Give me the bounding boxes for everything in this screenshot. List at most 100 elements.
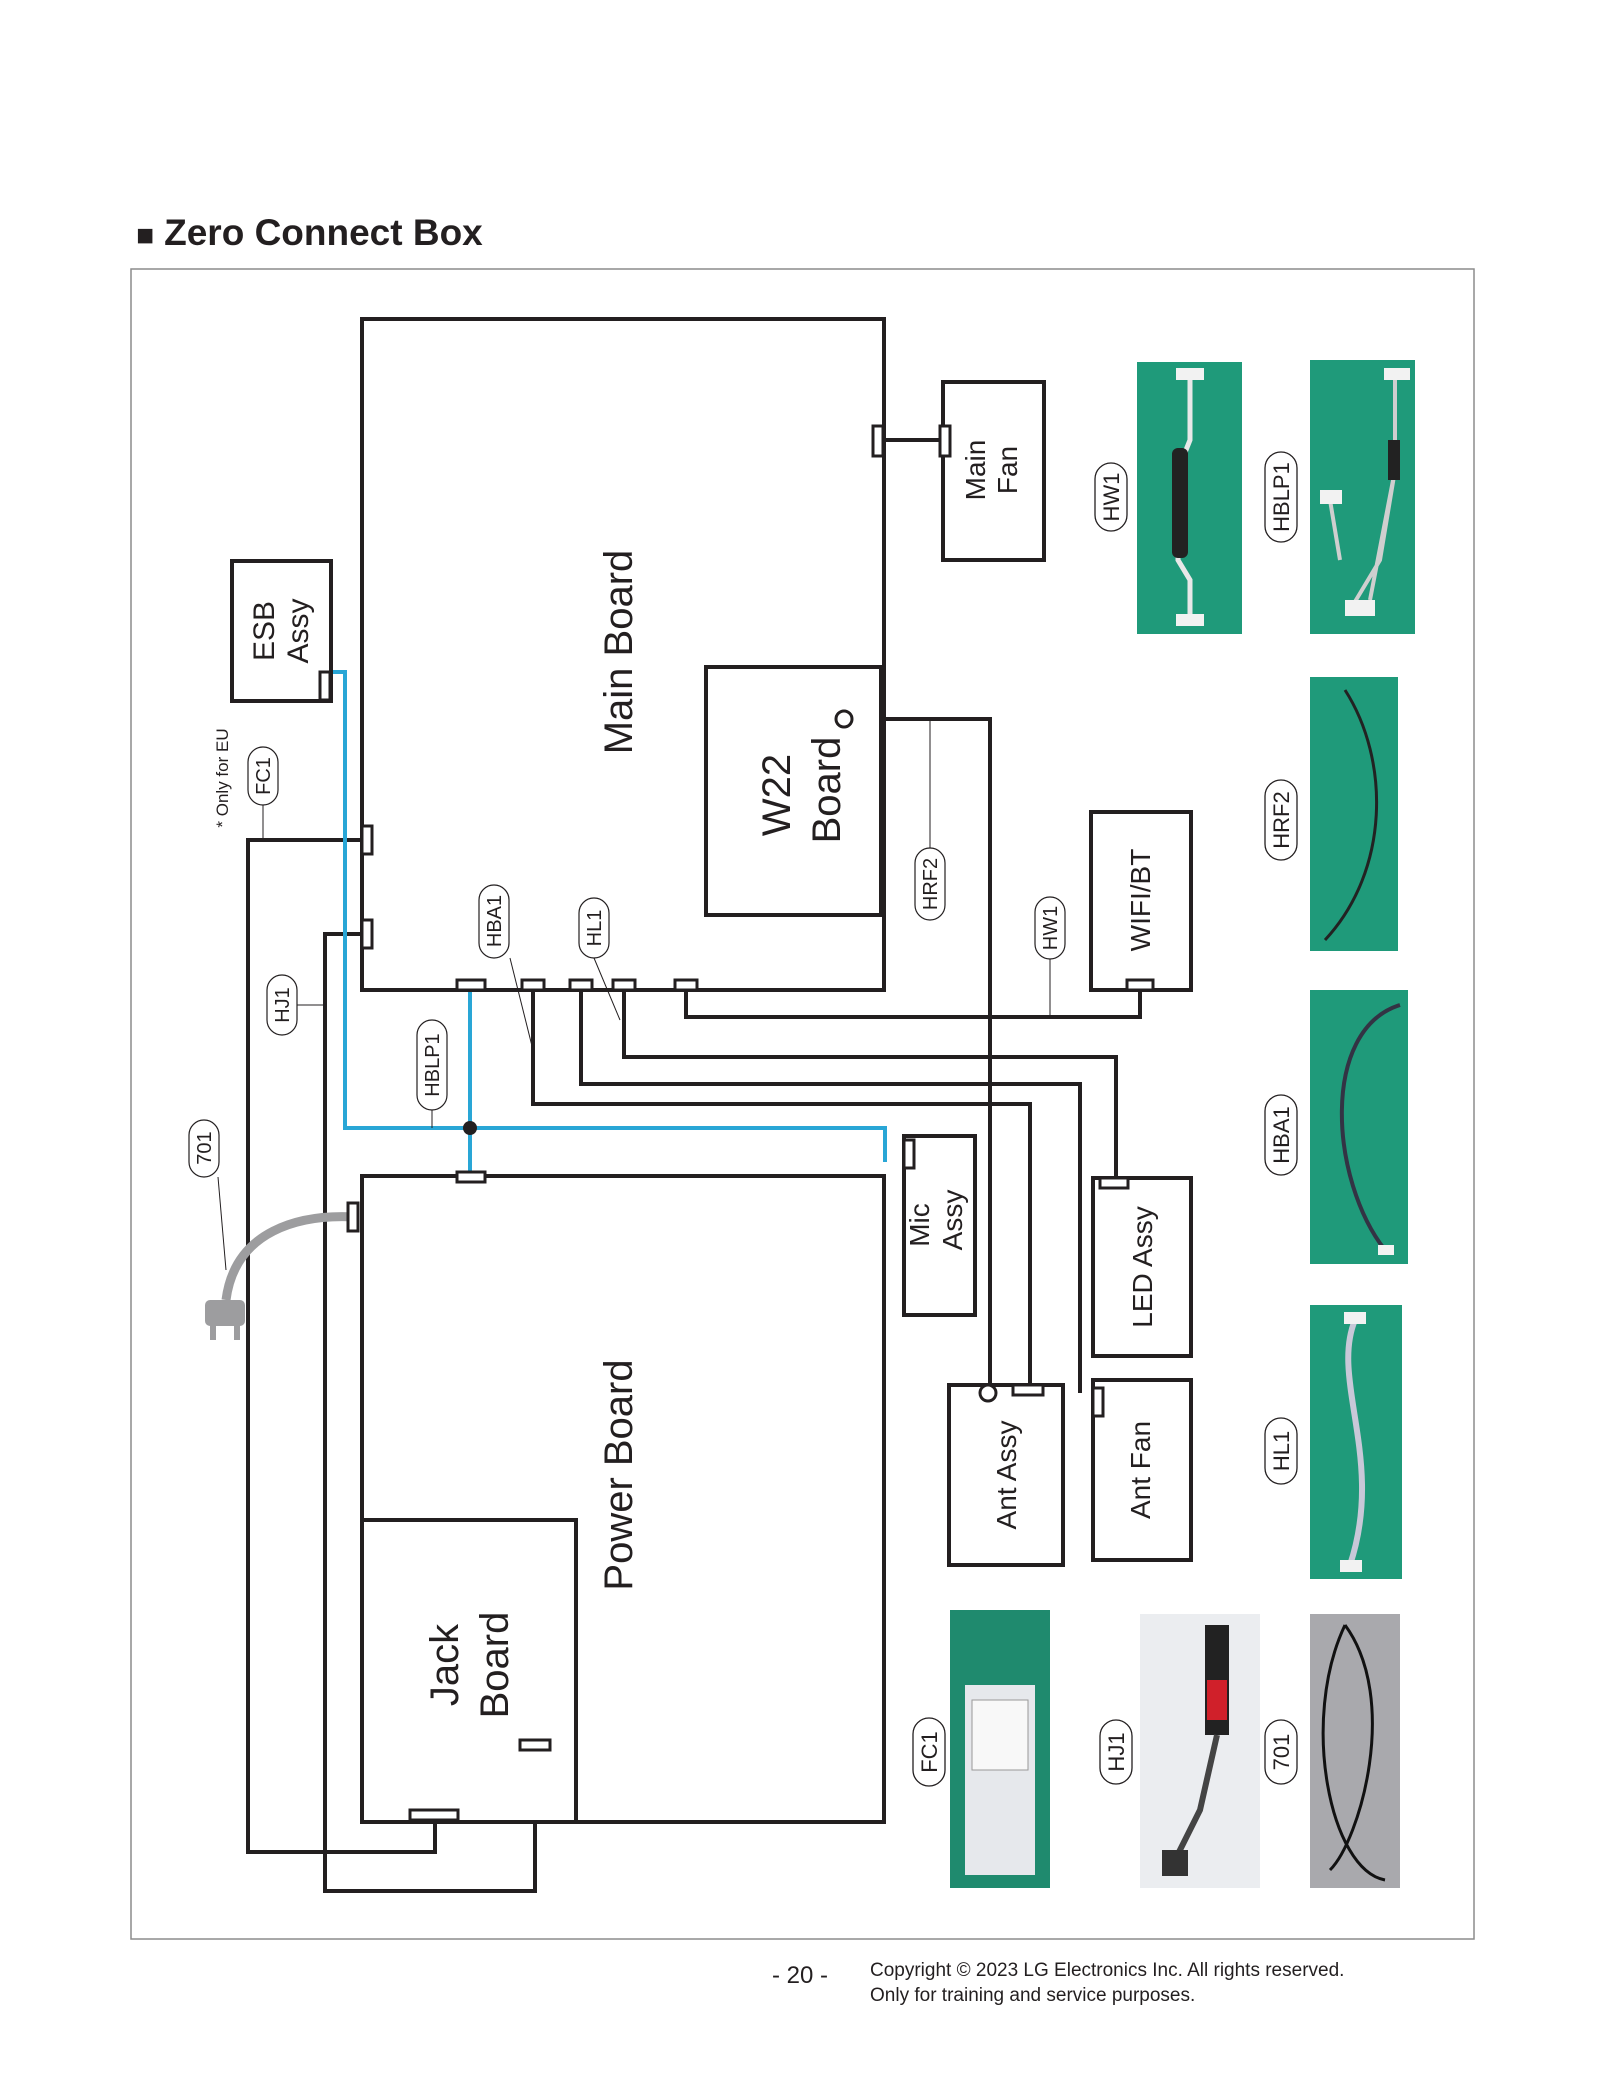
pill-fc1: FC1	[247, 746, 279, 806]
photo-hba1	[1310, 990, 1408, 1264]
blue-wires	[325, 670, 887, 1176]
pill-fc1-text: FC1	[253, 757, 275, 795]
pill-hl1-text: HL1	[584, 910, 606, 947]
jack-board	[360, 1518, 578, 1824]
title-text: Zero Connect Box	[164, 212, 483, 253]
photo-label-hba1: HBA1	[1269, 1106, 1294, 1163]
cable-labels: FC1 HJ1 701 HBLP1 HBA1 HL1 HRF2 HW1	[188, 746, 1066, 1178]
conn-ant-fan	[1091, 1386, 1105, 1418]
conn-main-fan-a	[871, 424, 885, 458]
section-title: ■ Zero Connect Box	[136, 212, 483, 254]
photo-hj1	[1140, 1614, 1260, 1888]
conn-wifi	[1125, 978, 1155, 992]
pill-701: 701	[188, 1119, 220, 1178]
pill-hblp1-diagram: HBLP1	[416, 1019, 448, 1111]
power-board-label: Power Board	[597, 1359, 641, 1590]
esb-label-1: ESB	[248, 601, 281, 661]
photo-hrf2	[1310, 677, 1398, 951]
diagram-frame	[130, 268, 1475, 1940]
pill-hw1-text: HW1	[1040, 906, 1062, 950]
conn-main-fan-b	[938, 424, 952, 458]
copyright-notice: Copyright © 2023 LG Electronics Inc. All…	[870, 1958, 1344, 2008]
mic-label-1: Mic	[904, 1203, 935, 1247]
wire-hrf2	[852, 717, 992, 1390]
w22-label-1: W22	[755, 754, 799, 836]
photo-fc1	[950, 1610, 1050, 1888]
conn-led	[1098, 1176, 1130, 1190]
pill-hl1-diagram: HL1	[578, 897, 610, 959]
pill-hba1-diagram: HBA1	[478, 884, 510, 959]
w22-label-2: Board	[805, 737, 849, 844]
jack-label-1: Jack	[423, 1623, 467, 1706]
wire-hw1	[684, 984, 1142, 1019]
conn-hj1-main	[360, 918, 374, 950]
photo-hw1	[1137, 362, 1242, 634]
title-bullet: ■	[136, 219, 155, 252]
junction-dot	[463, 1121, 477, 1135]
photo-hblp1	[1310, 360, 1415, 634]
conn-hblp1-main	[455, 978, 487, 992]
photo-label-fc1: FC1	[917, 1731, 942, 1773]
w22-board	[704, 665, 883, 917]
main-fan-label-1: Main	[960, 440, 991, 501]
photo-hl1	[1310, 1305, 1402, 1579]
jack-label-2: Board	[473, 1612, 517, 1719]
boards	[230, 317, 1193, 1824]
conn-jack-hj1	[518, 1738, 552, 1752]
pill-hrf2-diagram: HRF2	[914, 847, 946, 921]
photo-label-hw1: HW1	[1099, 473, 1124, 522]
ant-fan-label: Ant Fan	[1125, 1421, 1156, 1519]
conn-mic	[902, 1138, 916, 1170]
pill-hrf2-text: HRF2	[920, 858, 942, 910]
power-cord	[205, 1212, 356, 1340]
conn-hblp1-power	[455, 1170, 487, 1184]
wire-hblp1	[325, 670, 887, 1162]
led-assy-box	[1091, 1176, 1193, 1358]
pill-hw1-diagram: HW1	[1034, 896, 1066, 960]
esb-label-2: Assy	[282, 598, 315, 663]
pill-hba1-text: HBA1	[484, 895, 506, 947]
wifi-bt-box	[1089, 810, 1193, 992]
pill-hj1: HJ1	[266, 974, 298, 1036]
main-board-label: Main Board	[597, 550, 641, 755]
photo-label-hrf2: HRF2	[1269, 791, 1294, 848]
ant-assy-label: Ant Assy	[991, 1421, 1022, 1530]
copyright-line-2: Only for training and service purposes.	[870, 1985, 1196, 2006]
wire-hj1	[323, 932, 537, 1893]
led-assy-label: LED Assy	[1127, 1206, 1158, 1327]
rf-port-ant	[978, 1383, 998, 1403]
conn-esb	[318, 670, 332, 702]
wifi-bt-label: WIFI/BT	[1125, 849, 1156, 952]
wire-fc1	[246, 838, 437, 1854]
cable-photos: HW1 HBLP1 HRF2 HBA1 HL1 701 HJ1 FC1	[912, 360, 1415, 1888]
mic-assy-box	[902, 1134, 977, 1317]
conn-hl1-main	[568, 978, 594, 992]
connectors	[318, 424, 1155, 1822]
black-wires	[246, 438, 1142, 1893]
page-number: - 20 -	[772, 1962, 829, 1989]
leader-lines	[217, 719, 1051, 1271]
pill-hj1-text: HJ1	[272, 987, 294, 1023]
wire-hba1	[531, 984, 1032, 1385]
rf-port-w22	[834, 709, 854, 729]
block-labels: Main Board W22 Board Main Fan ESB Assy W…	[213, 440, 1158, 1719]
wire-led	[622, 984, 1118, 1176]
photo-label-701: 701	[1269, 1734, 1294, 1771]
ant-fan-box	[1091, 1378, 1193, 1562]
mic-label-2: Assy	[937, 1190, 968, 1251]
pill-hblp1-text: HBLP1	[422, 1033, 444, 1096]
eu-note: * Only for EU	[213, 728, 232, 827]
pill-701-text: 701	[194, 1131, 216, 1164]
wire-hl1	[579, 984, 1082, 1393]
conn-ant-assy	[1011, 1383, 1045, 1397]
photo-label-hj1: HJ1	[1104, 1732, 1129, 1771]
conn-jack-fc1	[408, 1808, 460, 1822]
conn-hba1-main	[520, 978, 546, 992]
photo-label-hl1: HL1	[1269, 1431, 1294, 1471]
conn-fc1-main	[360, 824, 374, 856]
conn-power-cord	[346, 1201, 360, 1233]
main-fan-label-2: Fan	[992, 446, 1023, 494]
esb-assy-box	[230, 559, 333, 703]
conn-led-main	[611, 978, 637, 992]
